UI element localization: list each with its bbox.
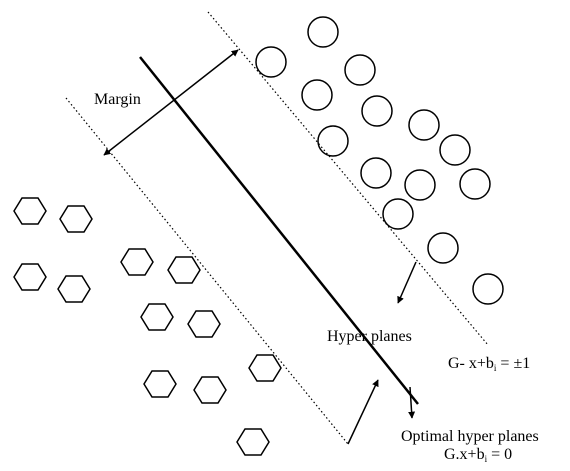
hexagon-point [120, 248, 154, 276]
optimal-equation: G.x+bi = 0 [444, 447, 512, 464]
optimal-hyperplane-label: Optimal hyper planes [401, 428, 539, 445]
optimal-equation-prefix: G.x+b [444, 446, 485, 463]
positive-class-points [255, 16, 504, 305]
margin-equation-suffix: = ±1 [496, 355, 531, 372]
circle-point [439, 134, 471, 166]
hexagon-point [236, 428, 270, 456]
hexagon-point [248, 354, 282, 382]
circle-point [255, 46, 287, 78]
circle-point [408, 109, 440, 141]
margin-arrow [103, 49, 239, 156]
circle-point [307, 16, 339, 48]
optimal-pointer-arrow [408, 386, 416, 419]
margin-equation: G- x+bi = ±1 [448, 356, 530, 373]
circle-point [344, 54, 376, 86]
hyper-planes-label: Hyper planes [327, 328, 412, 345]
hexagon-point [59, 205, 93, 233]
optimal-equation-subscript: i [484, 454, 488, 464]
hexagon-point [57, 275, 91, 303]
circle-point [382, 198, 414, 230]
optimal-equation-suffix: = 0 [487, 446, 513, 463]
circle-point [301, 79, 333, 111]
hexagon-point [140, 303, 174, 331]
circle-point [459, 168, 491, 200]
circle-point [317, 125, 349, 157]
margin-equation-prefix: G- x+b [448, 355, 494, 372]
circle-point [361, 95, 393, 127]
hyperplane-pointer-arrow-upper [397, 261, 417, 304]
hexagon-point [193, 376, 227, 404]
lower-margin-hyperplane [65, 97, 349, 445]
margin-equation-subscript: i [493, 363, 497, 373]
upper-margin-hyperplane [207, 11, 489, 346]
negative-class-points [13, 197, 282, 456]
hyperplane-pointer-arrow-lower [347, 379, 379, 445]
hexagon-point [167, 256, 201, 284]
circle-point [360, 157, 392, 189]
circle-point [472, 273, 504, 305]
hexagon-point [13, 197, 47, 225]
margin-label: Margin [94, 91, 141, 108]
hexagon-point [143, 370, 177, 398]
circle-point [404, 169, 436, 201]
hexagon-point [13, 263, 47, 291]
circle-point [427, 232, 459, 264]
hexagon-point [187, 310, 221, 338]
optimal-hyperplane [139, 56, 419, 405]
